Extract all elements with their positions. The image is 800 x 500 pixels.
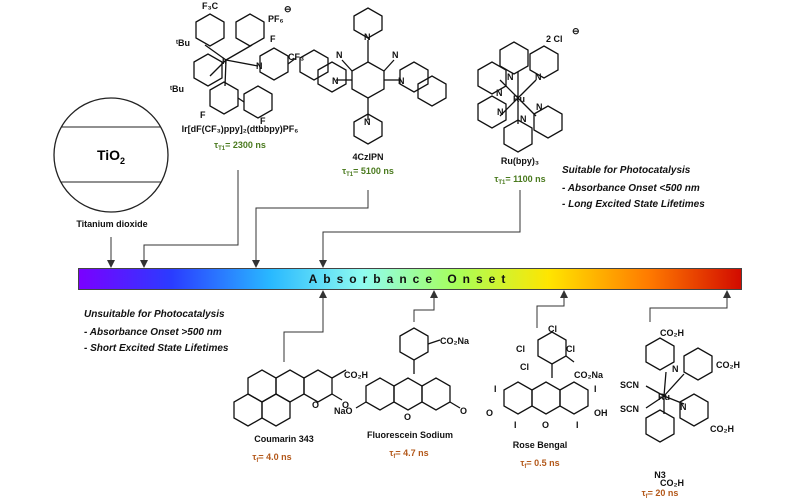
ru-n-label: N (507, 72, 514, 82)
4czipn-lifetime: τT1= 5100 ns (342, 166, 394, 178)
rose-cl-label: Cl (548, 324, 557, 334)
coumarin-acid-label: CO₂H (344, 370, 368, 380)
ru-metal-label: Ru (513, 94, 525, 104)
ru-n-label: N (535, 72, 542, 82)
rose-arrow (536, 290, 568, 328)
coumarin-343-structure: CO₂H O O (233, 369, 368, 427)
n3-structure: CO₂H CO₂H CO₂H CO₂H SCN SCN Ru N N (620, 328, 740, 488)
ru-n-label: N (496, 88, 503, 98)
n3-acid-label: CO₂H (710, 424, 734, 434)
rose-cl-label: Cl (566, 344, 575, 354)
ir-f-label: F (270, 34, 276, 44)
rose-bengal-name: Rose Bengal (513, 440, 568, 450)
suitable-title: Suitable for Photocatalysis (562, 165, 691, 176)
cz-arrow (252, 190, 369, 268)
cz-n-label: N (364, 32, 371, 42)
ru-arrow (319, 190, 521, 268)
fluorescein-structure: CO₂Na NaO O O (334, 327, 470, 422)
fluorescein-o-label: O (404, 412, 411, 422)
rose-i-label: I (594, 384, 597, 394)
n3-scn-label: SCN (620, 404, 639, 414)
4czipn-structure: N N N N N N (299, 7, 447, 145)
unsuitable-note: Unsuitable for Photocatalysis - Absorban… (84, 307, 228, 357)
ir-arrow (140, 170, 239, 268)
rose-bengal-structure: Cl Cl Cl Cl CO₂Na I I O OH I I O (486, 324, 608, 430)
rose-salt-label: CO₂Na (574, 370, 604, 380)
n3-lifetime: τf= 20 ns (642, 488, 679, 500)
rose-o-label: O (486, 408, 493, 418)
rose-cl-label: Cl (516, 344, 525, 354)
n3-n-label: N (680, 402, 687, 412)
ir-tbu-label: ᵗBu (176, 38, 190, 48)
ru-n-label: N (536, 102, 543, 112)
ru-counterion-label: 2 Cl (546, 34, 563, 44)
rubpy3-structure: Ru N N N N N N 2 Cl ⊖ (477, 26, 580, 153)
fluorescein-arrow (413, 290, 438, 322)
ir-cf3-label: F₃C (202, 1, 219, 11)
4czipn-name: 4CzIPN (352, 152, 383, 162)
suitable-item: - Long Excited State Lifetimes (562, 199, 705, 210)
rubpy3-lifetime: τT1= 1100 ns (494, 174, 545, 186)
fluorescein-salt-label: CO₂Na (440, 336, 470, 346)
ru-n-label: N (497, 107, 504, 117)
cz-n-label: N (332, 76, 339, 86)
cz-cn-label: N (336, 50, 343, 60)
ir-tbu-label: ᵗBu (170, 84, 184, 94)
rose-i-label: I (576, 420, 579, 430)
ir-pf6-label: PF₆ (268, 14, 284, 24)
ir-metal-label: Ir (222, 56, 229, 66)
coumarin-o-label: O (342, 400, 349, 410)
n3-metal-label: Ru (658, 392, 670, 402)
tio2-label: TiO2 (97, 147, 125, 166)
suitable-note: Suitable for Photocatalysis - Absorbance… (562, 163, 705, 213)
unsuitable-item: - Short Excited State Lifetimes (84, 343, 229, 354)
fluorescein-name: Fluorescein Sodium (367, 430, 453, 440)
rose-cl-label: Cl (520, 362, 529, 372)
ir-f-label: F (200, 110, 206, 120)
n3-scn-label: SCN (620, 380, 639, 390)
cz-n-label: N (398, 76, 405, 86)
cz-cn-label: N (392, 50, 399, 60)
rose-bengal-lifetime: τf= 0.5 ns (520, 458, 559, 470)
coumarin-343-name: Coumarin 343 (254, 434, 314, 444)
coumarin-arrow (283, 290, 327, 362)
ir-complex-structure: F₃C PF₆ ⊖ ᵗBu Ir N F CF₃ ᵗBu F F (170, 1, 304, 126)
tio2-caption: Titanium dioxide (76, 219, 148, 229)
unsuitable-item: - Absorbance Onset >500 nm (84, 327, 222, 338)
rubpy3-name: Ru(bpy)₃ (501, 156, 539, 166)
ru-charge-label: ⊖ (572, 26, 580, 36)
cz-n-label: N (364, 117, 371, 127)
n3-n-label: N (672, 364, 679, 374)
n3-arrow (649, 290, 731, 322)
unsuitable-title: Unsuitable for Photocatalysis (84, 309, 225, 320)
n3-acid-label: CO₂H (660, 328, 684, 338)
rose-o-label: O (542, 420, 549, 430)
fluorescein-ona-label: NaO (334, 406, 353, 416)
n3-acid-label: CO₂H (660, 478, 684, 488)
ru-n-label: N (520, 114, 527, 124)
suitable-item: - Absorbance Onset <500 nm (562, 183, 700, 194)
absorbance-onset-label: Absorbance Onset (308, 272, 512, 286)
coumarin-343-lifetime: τf= 4.0 ns (252, 452, 291, 464)
fluorescein-o-label: O (460, 406, 467, 416)
coumarin-o-label: O (312, 400, 319, 410)
ir-charge-label: ⊖ (284, 4, 292, 14)
ir-cf3-right-label: CF₃ (288, 52, 304, 62)
ir-complex-lifetime: τT1= 2300 ns (214, 140, 266, 152)
ir-f-label: F (260, 116, 266, 126)
rose-oh-label: OH (594, 408, 608, 418)
rose-i-label: I (494, 384, 497, 394)
n3-name: N3 (654, 470, 666, 480)
n3-acid-label: CO₂H (716, 360, 740, 370)
rose-i-label: I (514, 420, 517, 430)
ir-complex-name: Ir[dF(CF₃)ppy]₂(dtbbpy)PF₆ (182, 124, 299, 134)
ir-n-label: N (256, 61, 263, 71)
fluorescein-lifetime: τf= 4.7 ns (389, 448, 428, 460)
absorbance-spectrum-bar: Absorbance Onset (78, 268, 742, 290)
